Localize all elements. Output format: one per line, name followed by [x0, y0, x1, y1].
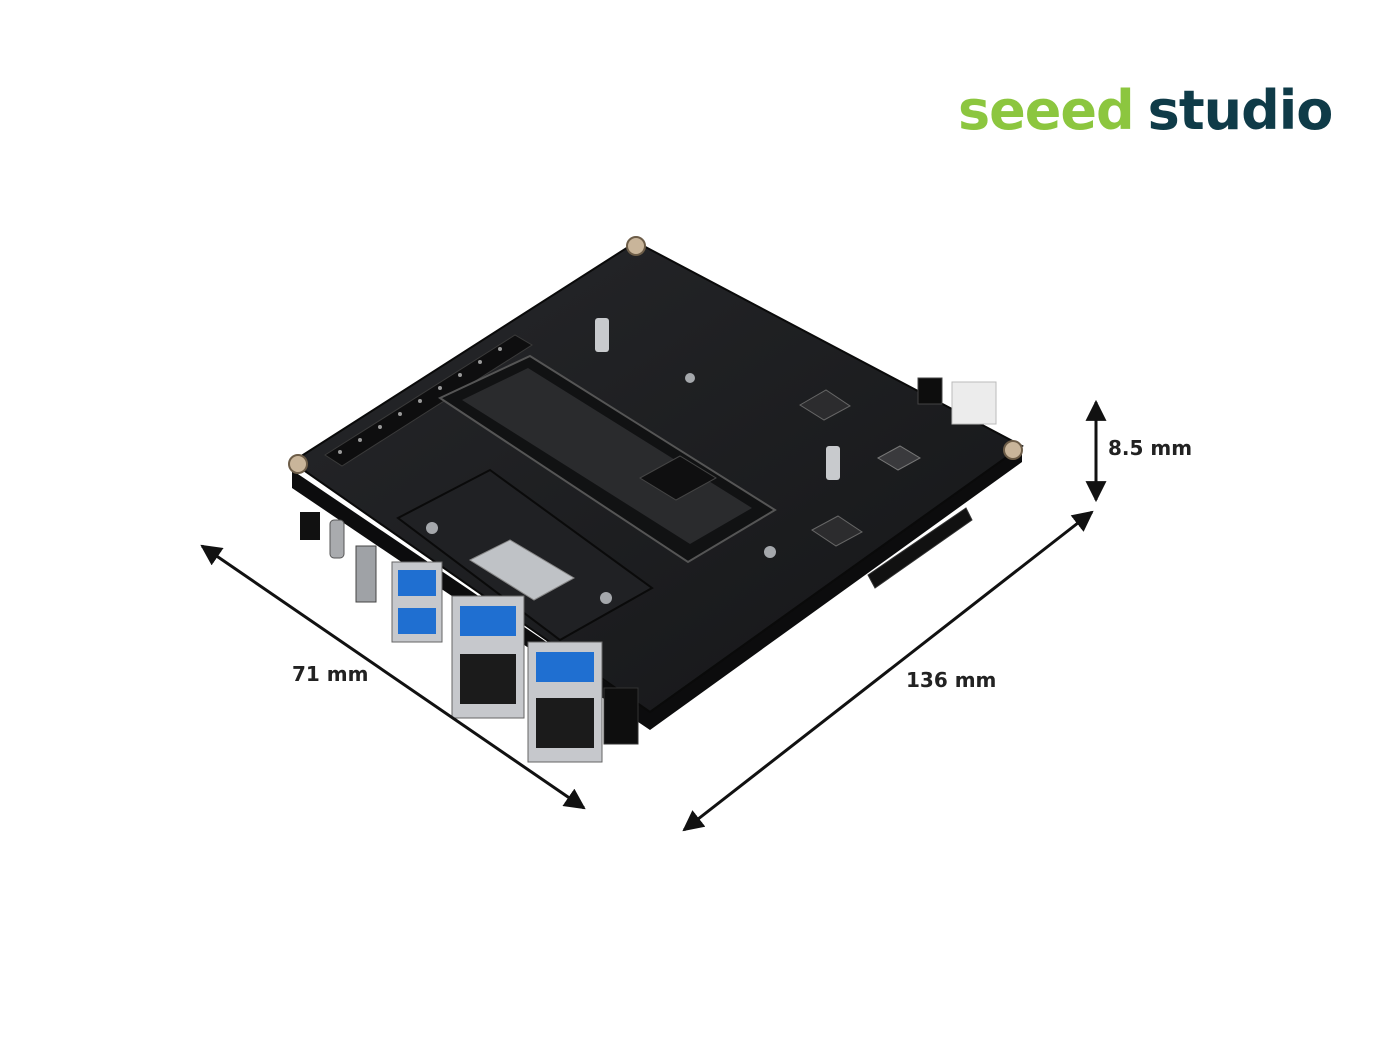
- mounting-hole: [288, 454, 308, 474]
- gpio-header: [324, 334, 533, 467]
- width-dimension-line: [200, 544, 586, 810]
- fan-connector: [917, 377, 943, 405]
- soc-chip: [639, 455, 717, 501]
- screw: [685, 373, 695, 383]
- mounting-hole: [1003, 440, 1023, 460]
- dc-jack: [603, 687, 639, 745]
- length-label: 136 mm: [906, 668, 997, 692]
- screw: [426, 522, 438, 534]
- mounting-hole: [626, 236, 646, 256]
- power-button: [300, 512, 320, 540]
- usb-ethernet-combo-1: [451, 595, 525, 719]
- usb-c-port: [329, 519, 345, 559]
- pin-header: [951, 381, 997, 425]
- logo-word-studio: studio: [1147, 79, 1334, 142]
- gpio-pins: [338, 347, 502, 454]
- hdmi-port: [355, 545, 377, 603]
- module-slot-inner: [462, 368, 752, 544]
- usb-ethernet-combo-2: [527, 641, 603, 763]
- screw: [600, 592, 612, 604]
- width-label: 71 mm: [292, 662, 369, 686]
- standoff: [826, 446, 840, 480]
- inductor: [799, 389, 851, 421]
- length-dimension-line: [682, 510, 1094, 832]
- standoff: [595, 318, 609, 352]
- ic-chip: [876, 445, 922, 471]
- usb3-port-stack: [391, 561, 443, 643]
- height-label: 8.5 mm: [1108, 436, 1193, 460]
- screw: [764, 546, 776, 558]
- logo-word-seeed: seeed: [958, 79, 1135, 142]
